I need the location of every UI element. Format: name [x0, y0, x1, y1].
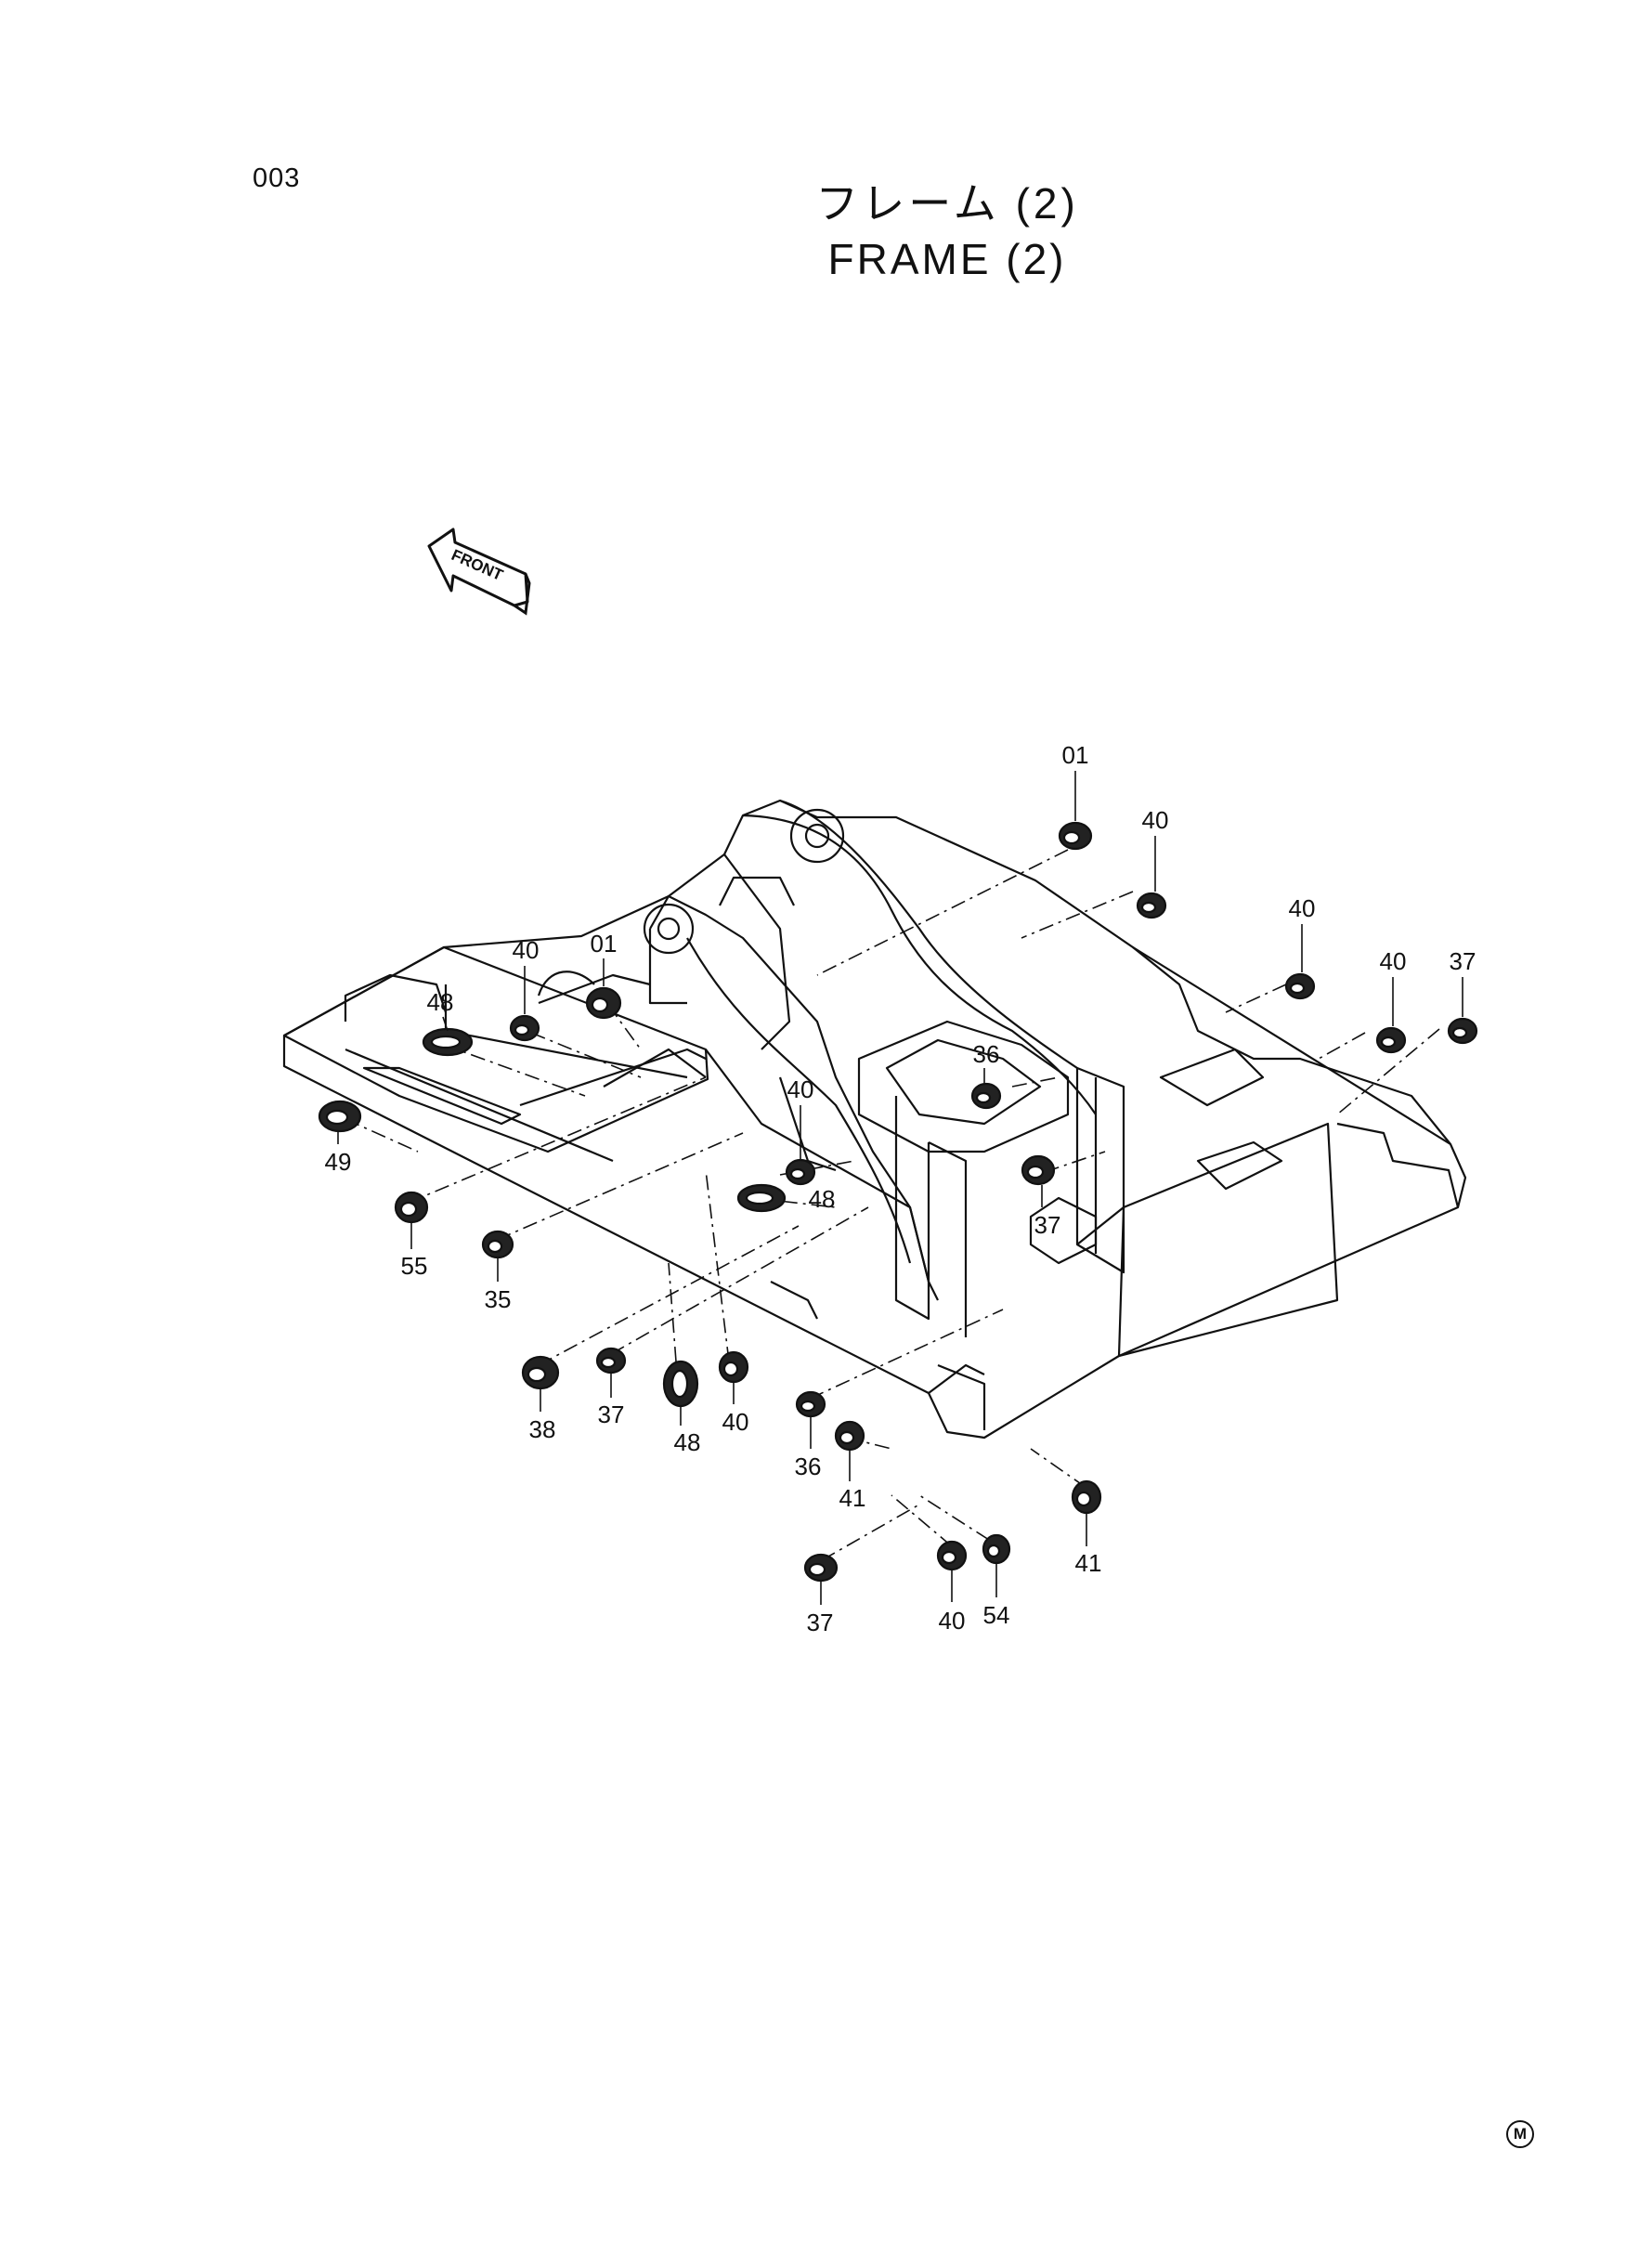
- front-arrow-icon: FRONT: [427, 528, 531, 616]
- callout-ticks: [337, 771, 1463, 1605]
- grommet-38-icon: [521, 1355, 560, 1390]
- callout-54: 54: [983, 1601, 1010, 1629]
- callout-40f: 40: [722, 1408, 749, 1436]
- grommet-40a-icon: [1136, 892, 1167, 919]
- grommet-54-icon: [982, 1533, 1011, 1565]
- grommet-37d-icon: [803, 1553, 839, 1583]
- callout-49: 49: [325, 1148, 352, 1176]
- callout-37a: 37: [1450, 947, 1476, 975]
- callout-36a: 36: [973, 1040, 1000, 1068]
- callout-01a: 01: [1062, 741, 1089, 769]
- grommet-55-icon: [394, 1191, 429, 1224]
- grommet-48c-icon: [662, 1360, 699, 1408]
- grommet-37a-icon: [1447, 1017, 1478, 1045]
- title-japanese: フレーム (2): [815, 179, 1079, 228]
- leader-lines: [345, 849, 1440, 1561]
- callout-38: 38: [529, 1415, 556, 1443]
- grommet-01b-icon: [585, 986, 622, 1020]
- callout-35: 35: [485, 1285, 512, 1313]
- grommet-36b-icon: [795, 1390, 826, 1418]
- grommet-40d-icon: [509, 1014, 540, 1042]
- grommet-40b-icon: [1284, 972, 1316, 1000]
- grommet-40g-icon: [936, 1540, 968, 1571]
- corner-mark: M: [1506, 2120, 1534, 2148]
- callout-40c: 40: [1380, 947, 1407, 975]
- callout-37b: 37: [1034, 1211, 1061, 1239]
- callout-40b: 40: [1289, 894, 1316, 922]
- grommet-48a-icon: [422, 1027, 474, 1057]
- callout-01b: 01: [591, 930, 618, 958]
- callout-41b: 41: [1075, 1549, 1102, 1577]
- callout-labels: 01 40 40 40 37 40 01 48 49 55 35 40 48 3…: [325, 741, 1476, 1636]
- grommet-48b-icon: [736, 1183, 787, 1213]
- callout-37c: 37: [598, 1401, 625, 1428]
- page-title: フレーム (2) FRAME (2): [678, 176, 1216, 288]
- grommet-40f-icon: [718, 1350, 749, 1384]
- page-code: 003: [253, 163, 301, 193]
- grommet-37b-icon: [1021, 1154, 1056, 1186]
- frame-body: [282, 799, 1467, 1440]
- grommet-36a-icon: [970, 1082, 1002, 1110]
- callout-40d: 40: [513, 936, 540, 964]
- callout-40e: 40: [787, 1075, 814, 1103]
- callout-48c: 48: [674, 1428, 701, 1456]
- grommet-40c-icon: [1375, 1026, 1407, 1054]
- grommet-01a-icon: [1058, 821, 1093, 851]
- callout-55: 55: [401, 1252, 428, 1280]
- callout-48b: 48: [809, 1185, 836, 1213]
- grommet-parts: [318, 821, 1478, 1583]
- callout-40a: 40: [1142, 806, 1169, 834]
- grommet-35-icon: [481, 1230, 514, 1259]
- callout-36b: 36: [795, 1453, 822, 1480]
- callout-41a: 41: [839, 1484, 866, 1512]
- grommet-49-icon: [318, 1100, 362, 1133]
- grommet-41b-icon: [1071, 1479, 1102, 1515]
- callout-48a: 48: [427, 988, 454, 1016]
- callout-40g: 40: [939, 1607, 966, 1635]
- grommet-41a-icon: [834, 1420, 865, 1452]
- callout-37d: 37: [807, 1609, 834, 1636]
- title-english: FRAME (2): [827, 235, 1067, 283]
- grommet-37c-icon: [595, 1347, 627, 1375]
- grommet-40e-icon: [785, 1158, 816, 1186]
